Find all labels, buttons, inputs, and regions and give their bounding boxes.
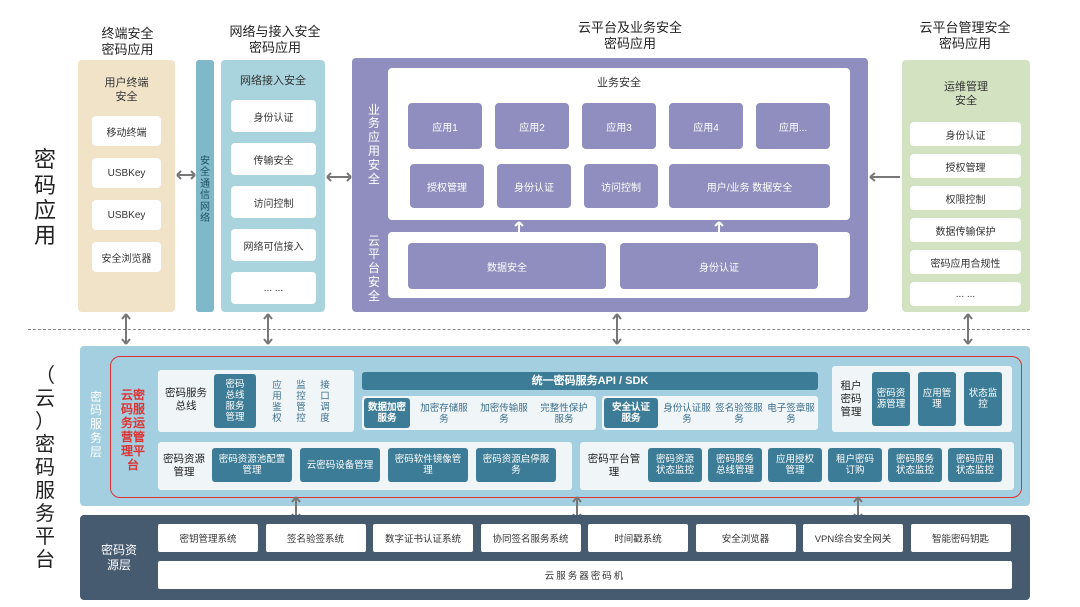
enc-title: 数据加密服务	[364, 398, 410, 428]
ops-item: 权限控制	[910, 186, 1021, 210]
api-title: 统一密码服务API / SDK	[362, 372, 818, 390]
service-platform-label: （云）密码服务平台	[35, 364, 55, 571]
ops-item: 身份认证	[910, 122, 1021, 146]
platform-mgmt-item: 密码应用状态监控	[948, 448, 1002, 482]
arrow-service-resource-3	[853, 496, 863, 520]
cloud-func: 用户/业务 数据安全	[669, 164, 830, 208]
auth-item: 身份认证服务	[663, 403, 711, 425]
cloud-app: 应用...	[756, 103, 830, 149]
cloud-platform-vertical-label: 云平台安全	[367, 233, 380, 303]
arrow-terminal-service	[121, 313, 131, 345]
bus-item: 监控管控	[296, 380, 306, 424]
arrow-up-data-security	[514, 221, 524, 232]
cloud-func: 授权管理	[410, 164, 484, 208]
arrow-service-resource-1	[291, 496, 301, 520]
platform-mgmt-item: 租户密码订购	[828, 448, 882, 482]
hsm-box: 云服务器密码机	[158, 561, 1012, 589]
ops-item: 密码应用合规性	[910, 250, 1021, 274]
bus-panel	[158, 370, 354, 432]
arrow-terminal-network	[176, 170, 196, 180]
arrow-ops-cloud	[869, 172, 900, 182]
bus-label: 密码服务总线	[165, 387, 207, 412]
business-security-title: 业务安全	[597, 77, 641, 89]
platform-mgmt-item: 密码服务总线管理	[708, 448, 762, 482]
tenant-item: 密码资源管理	[872, 372, 910, 426]
network-item: 传输安全	[231, 143, 316, 175]
ops-item: 数据传输保护	[910, 218, 1021, 242]
ops-item: ... ...	[910, 282, 1021, 306]
bus-item: 应用鉴权	[272, 380, 282, 424]
secure-channel-bar	[196, 60, 214, 312]
ops-item: 授权管理	[910, 154, 1021, 178]
bus-mgmt-box: 密码总线服务管理	[214, 374, 256, 428]
header-terminal: 终端安全 密码应用	[101, 26, 154, 57]
terminal-title: 用户终端 安全	[104, 77, 149, 103]
arrow-network-service	[263, 313, 273, 345]
layer-separator	[28, 329, 1030, 330]
platform-mgmt-item: 密码资源状态监控	[648, 448, 702, 482]
auth-title: 安全认证服务	[604, 398, 658, 428]
resource-item: 智能密码钥匙	[910, 524, 1011, 552]
terminal-item: USBKey	[92, 200, 161, 230]
platform-mgmt-item: 应用授权管理	[768, 448, 822, 482]
cloud-platform-item: 身份认证	[620, 243, 818, 289]
platform-mgmt-item: 密码服务状态监控	[888, 448, 942, 482]
resource-mgmt-label: 密码资源管理	[163, 453, 205, 478]
cloud-platform-item: 数据安全	[408, 243, 606, 289]
resource-item: 协同签名服务系统	[480, 524, 581, 552]
secure-channel-label: 安全通信网络	[200, 155, 210, 225]
arrow-up-identity	[714, 221, 724, 232]
cloud-func: 访问控制	[584, 164, 658, 208]
resource-mgmt-item: 密码资源池配置管理	[212, 448, 292, 482]
header-ops: 云平台管理安全 密码应用	[919, 20, 1011, 51]
auth-item: 电子签章服务	[767, 403, 815, 425]
resource-mgmt-item: 密码软件镜像管理	[388, 448, 468, 482]
terminal-item: USBKey	[92, 158, 161, 188]
enc-item: 加密存储服务	[420, 403, 468, 425]
resource-item: 安全浏览器	[695, 524, 796, 552]
tenant-item: 状态监控	[964, 372, 1002, 426]
bus-item: 接口调度	[320, 380, 330, 424]
arrow-network-cloud	[326, 172, 352, 182]
network-item: ... ...	[231, 272, 316, 304]
terminal-item: 安全浏览器	[92, 242, 161, 272]
resource-item: 数字证书认证系统	[373, 524, 473, 552]
cloud-func: 身份认证	[497, 164, 571, 208]
network-item: 身份认证	[231, 100, 316, 132]
resource-mgmt-item: 密码资源启停服务	[476, 448, 556, 482]
tenant-item: 应用管理	[918, 372, 956, 426]
arrow-service-resource-2	[572, 496, 582, 520]
arrow-ops-service	[963, 313, 973, 345]
network-item: 访问控制	[231, 186, 316, 218]
enc-item: 完整性保护服务	[540, 403, 588, 425]
cloud-app: 应用4	[669, 103, 743, 149]
ops-platform-outline	[110, 356, 1022, 498]
tenant-label: 租户密码管理	[840, 379, 862, 418]
resource-item: 签名验签系统	[265, 524, 366, 552]
resource-item: 密钥管理系统	[158, 524, 258, 552]
terminal-item: 移动终端	[92, 116, 161, 146]
business-app-vertical-label: 业务应用安全	[367, 102, 380, 186]
ops-platform-label: 云密码服务运营管理平台	[120, 388, 145, 472]
cloud-app: 应用2	[495, 103, 569, 149]
service-layer-label: 密码服务层	[89, 389, 102, 459]
header-network: 网络与接入安全 密码应用	[229, 24, 321, 55]
cloud-app: 应用3	[582, 103, 656, 149]
app-layer-label: 密码应用	[33, 147, 56, 249]
arrow-cloud-service	[612, 313, 622, 345]
header-cloud: 云平台及业务安全 密码应用	[577, 20, 682, 51]
resource-layer-label: 密码资源层	[100, 543, 137, 572]
resource-item: VPN综合安全网关	[803, 524, 903, 552]
auth-item: 签名验签服务	[715, 403, 763, 425]
resource-item: 时间戳系统	[588, 524, 688, 552]
network-item: 网络可信接入	[231, 229, 316, 261]
network-title: 网络接入安全	[240, 75, 306, 87]
resource-mgmt-item: 云密码设备管理	[300, 448, 380, 482]
ops-title: 运维管理 安全	[944, 81, 988, 107]
cloud-app: 应用1	[408, 103, 482, 149]
platform-mgmt-label: 密码平台管理	[587, 453, 641, 478]
enc-item: 加密传输服务	[480, 403, 528, 425]
